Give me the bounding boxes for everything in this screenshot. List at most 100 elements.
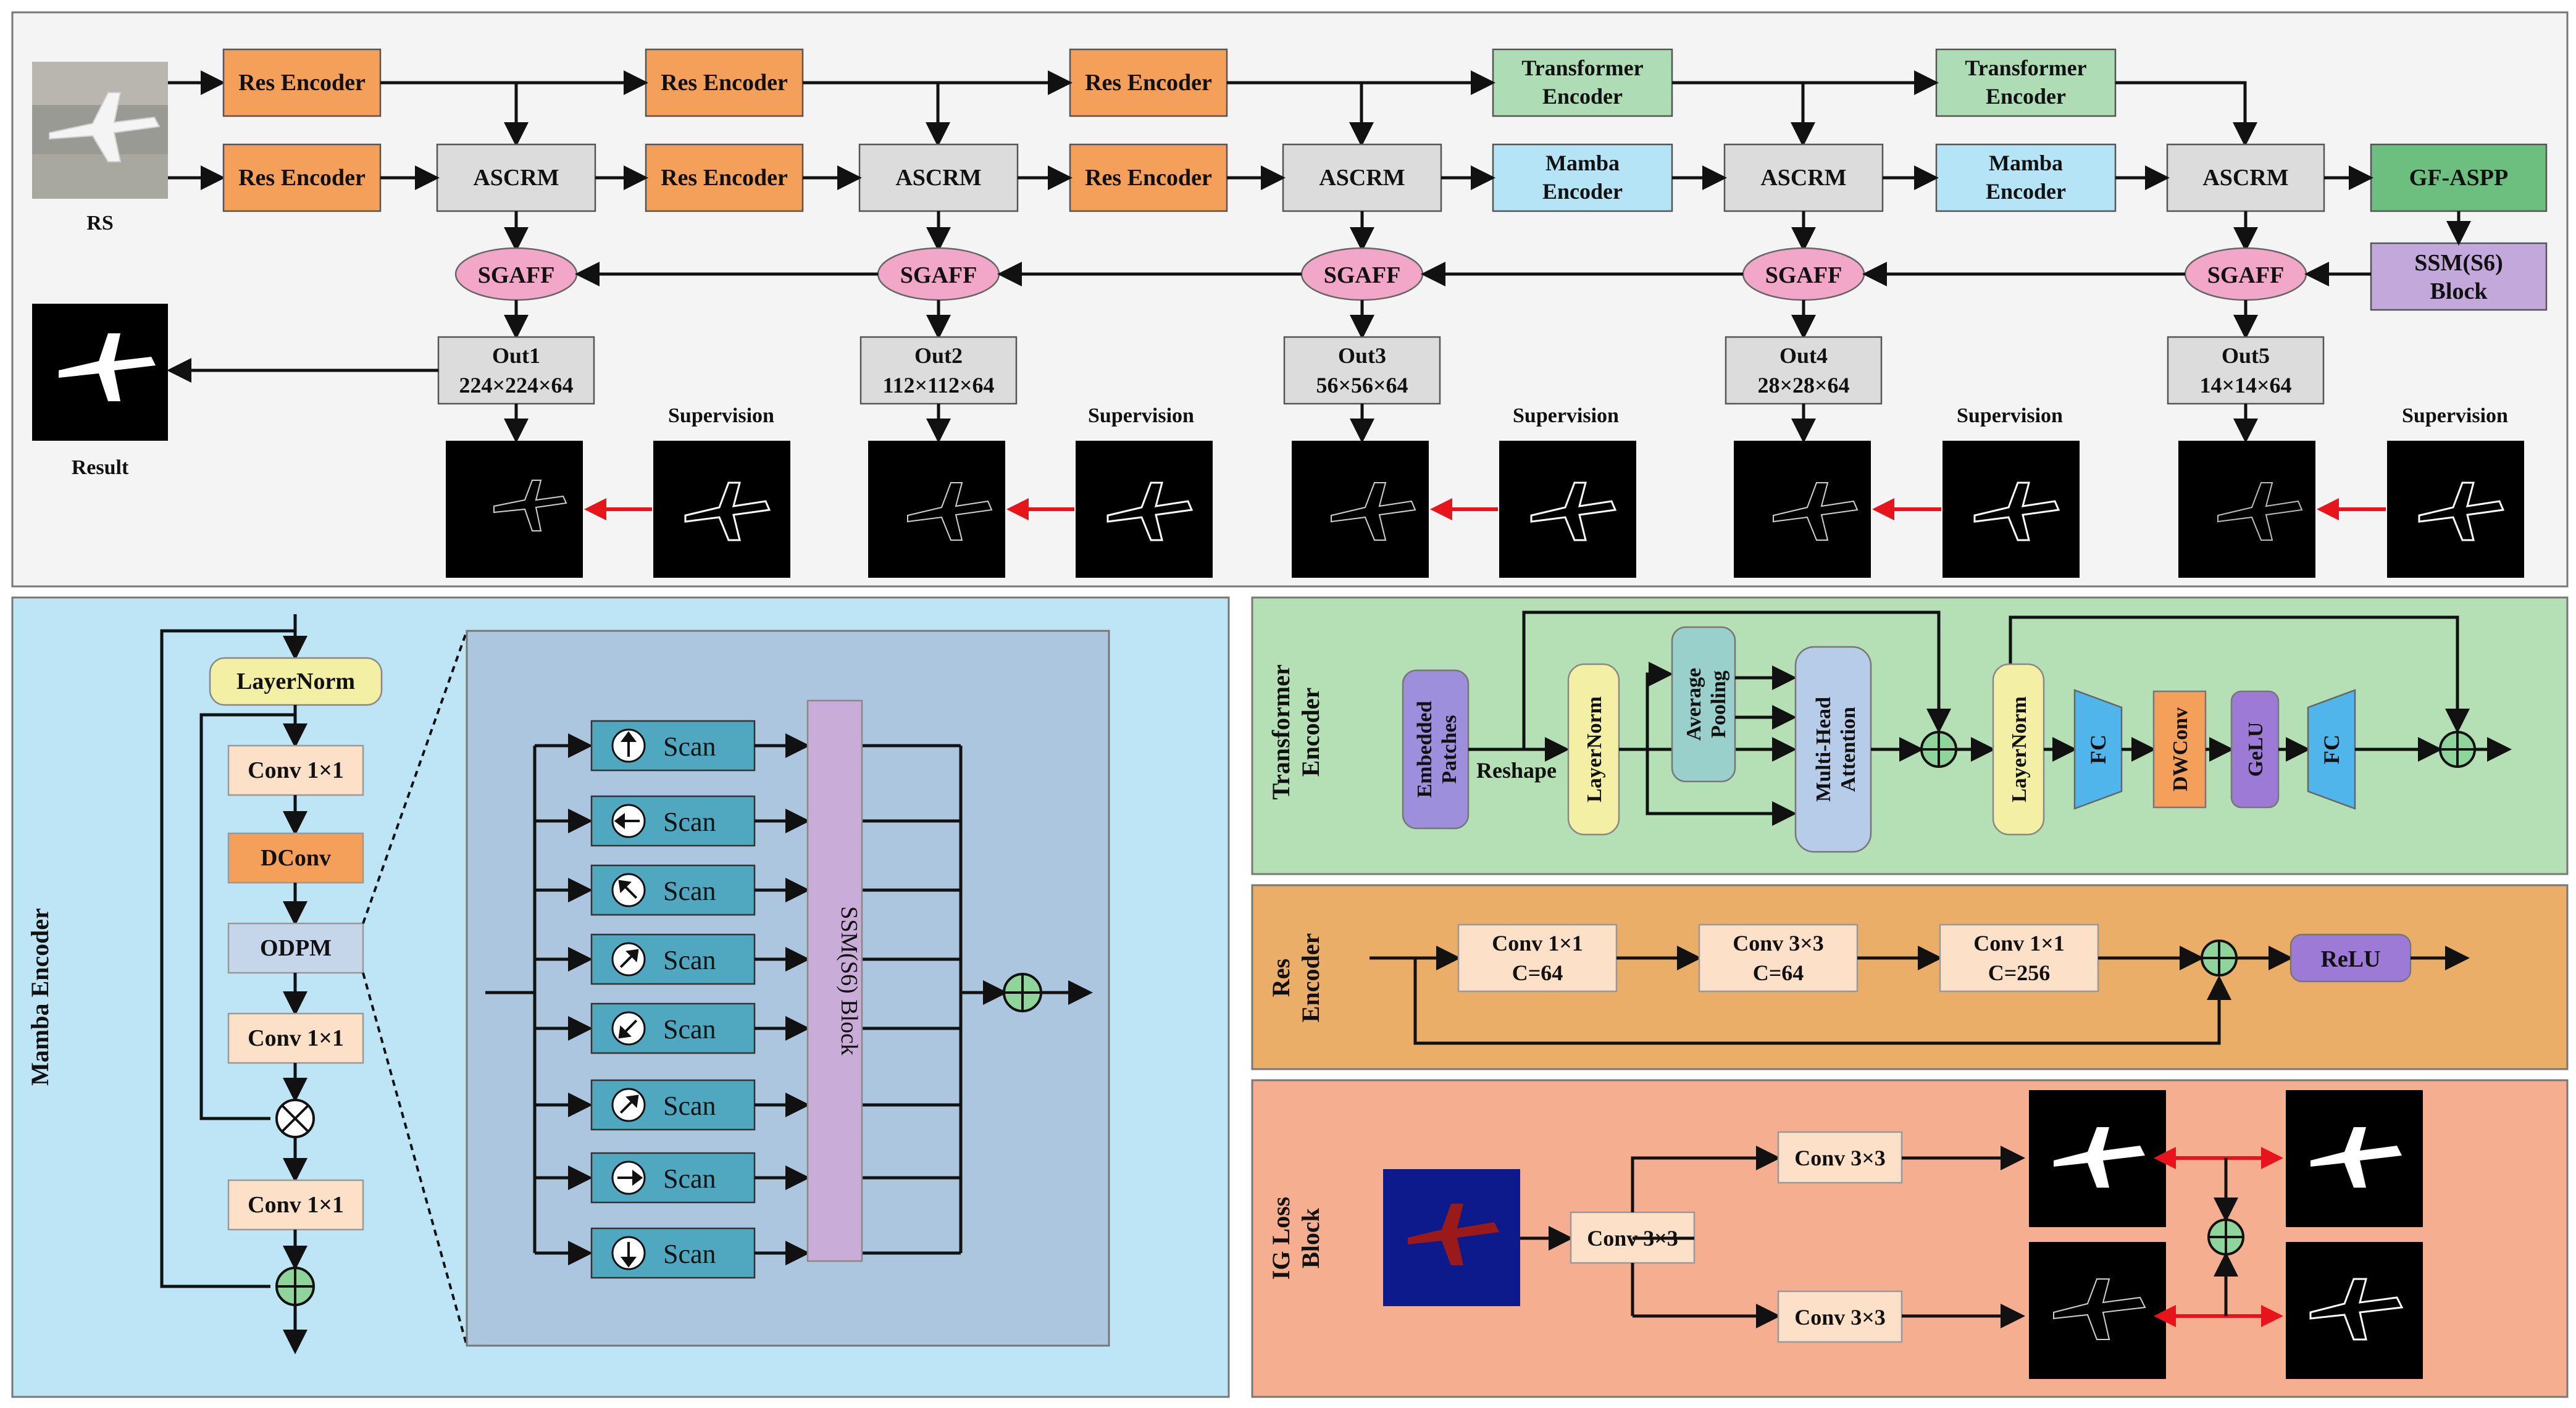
- ig-conv3x3-top: [1777, 1131, 1903, 1184]
- out2-box: [859, 336, 1018, 405]
- scan-label: Scan: [663, 876, 716, 906]
- svg-text:56×56×64: 56×56×64: [1316, 373, 1408, 398]
- row2-mamba-encoder-2: [1935, 143, 2117, 212]
- svg-text:28×28×64: 28×28×64: [1757, 373, 1849, 398]
- scan-row: Scan: [535, 1079, 961, 1131]
- svg-text:Out5: Out5: [2222, 343, 2270, 368]
- svg-text:ASCRM: ASCRM: [473, 165, 559, 191]
- svg-text:Encoder: Encoder: [1542, 179, 1623, 204]
- out3-box: [1283, 336, 1441, 405]
- odpm-ssm-block: [806, 699, 863, 1262]
- svg-text:Res Encoder: Res Encoder: [238, 165, 366, 191]
- scan-arrow-icon: [617, 1170, 643, 1186]
- svg-text:Res Encoder: Res Encoder: [1085, 165, 1212, 191]
- svg-text:LayerNorm: LayerNorm: [1583, 696, 1606, 802]
- edge-and-supervision-images: Supervision Supervision Supervision Supe…: [446, 404, 2524, 578]
- scan-label: Scan: [663, 1091, 716, 1121]
- row2-mamba-encoder-1: [1492, 143, 1673, 212]
- result-image: [32, 304, 168, 441]
- row2-blocks: Res Encoder ASCRM Res Encoder ASCRM Res …: [222, 143, 2548, 311]
- supervision-label-4: Supervision: [1957, 404, 2063, 427]
- svg-text:Res Encoder: Res Encoder: [661, 70, 788, 96]
- svg-text:Res Encoder: Res Encoder: [238, 70, 366, 96]
- edge-pred-1: [446, 441, 583, 578]
- scan-arrow-icon: [614, 813, 640, 829]
- edge-pred-2: [868, 441, 1005, 578]
- svg-text:C=64: C=64: [1512, 960, 1563, 985]
- svg-text:Mamba: Mamba: [1989, 151, 2063, 175]
- svg-text:Res Encoder: Res Encoder: [1085, 70, 1212, 96]
- svg-text:ResEncoder: ResEncoder: [1267, 933, 1324, 1022]
- fc-2: [2307, 689, 2356, 810]
- svg-text:Out4: Out4: [1779, 343, 1828, 368]
- svg-text:DWConv: DWConv: [2169, 707, 2192, 791]
- svg-text:SGAFF: SGAFF: [900, 262, 977, 288]
- scan-label: Scan: [663, 807, 716, 837]
- out1-box: [437, 336, 595, 405]
- svg-text:14×14×64: 14×14×64: [2199, 373, 2291, 398]
- ig-conv3x3-bot: [1777, 1290, 1903, 1343]
- svg-text:SSM(S6): SSM(S6): [2414, 250, 2503, 276]
- svg-text:LayerNorm: LayerNorm: [236, 669, 355, 694]
- top-panel: [11, 11, 2569, 588]
- svg-text:ASCRM: ASCRM: [1760, 165, 1846, 191]
- scan-label: Scan: [663, 1239, 716, 1269]
- mamba-multiply-node: [275, 1099, 315, 1138]
- svg-text:GeLU: GeLU: [2244, 722, 2267, 777]
- ig-gt-edge: [2286, 1242, 2423, 1379]
- svg-text:Conv 1×1: Conv 1×1: [1973, 931, 2065, 956]
- svg-text:ODPM: ODPM: [260, 935, 332, 961]
- ascrm-3: [1282, 143, 1442, 212]
- svg-text:LayerNorm: LayerNorm: [2008, 696, 2031, 802]
- svg-text:ASCRM: ASCRM: [895, 165, 981, 191]
- scan-arrow-icon: [618, 1019, 638, 1039]
- svg-text:ASCRM: ASCRM: [2202, 165, 2288, 191]
- scan-row: Scan: [535, 1002, 961, 1054]
- mamba-dconv: [227, 832, 364, 884]
- svg-text:Multi-HeadAttention: Multi-HeadAttention: [1812, 697, 1860, 802]
- svg-text:ASCRM: ASCRM: [1319, 165, 1405, 191]
- scan-row: Scan: [535, 720, 961, 772]
- row1-transformer-encoder-2: [1935, 48, 2117, 117]
- svg-text:Encoder: Encoder: [1542, 84, 1623, 109]
- rs-label: RS: [86, 212, 113, 235]
- transformer-add-node-2: [2439, 731, 2476, 768]
- gf-aspp: [2370, 143, 2548, 212]
- ascrm-4: [1723, 143, 1884, 212]
- ig-add-node: [2207, 1218, 2244, 1256]
- svg-text:224×224×64: 224×224×64: [459, 373, 573, 398]
- svg-text:Conv 3×3: Conv 3×3: [1794, 1305, 1886, 1330]
- svg-text:Mamba: Mamba: [1545, 151, 1620, 175]
- svg-text:Transformer: Transformer: [1965, 56, 2086, 80]
- svg-text:TransformerEncoder: TransformerEncoder: [1267, 664, 1324, 799]
- res-add-node: [2201, 939, 2238, 977]
- svg-text:EmbeddedPatches: EmbeddedPatches: [1413, 701, 1461, 798]
- mamba-conv1x1-1: [227, 744, 364, 796]
- mamba-odpm: [227, 922, 364, 974]
- svg-text:FC: FC: [2319, 735, 2344, 764]
- out-boxes: Out1 224×224×64 Out2 112×112×64 Out3 56×…: [437, 336, 2325, 405]
- svg-text:Conv 3×3: Conv 3×3: [1733, 931, 1824, 956]
- ascrm-1: [436, 143, 596, 212]
- scan-row: Scan: [535, 864, 961, 916]
- ig-output-images: [2029, 1090, 2423, 1379]
- svg-text:Conv 1×1: Conv 1×1: [248, 757, 344, 783]
- svg-text:Block: Block: [2430, 278, 2488, 304]
- reshape-label: Reshape: [1476, 758, 1557, 783]
- supervision-label-1: Supervision: [668, 404, 774, 427]
- scan-label: Scan: [663, 1014, 716, 1044]
- scan-label: Scan: [663, 731, 716, 762]
- svg-text:C=256: C=256: [1988, 960, 2051, 985]
- svg-text:SGAFF: SGAFF: [478, 262, 555, 288]
- mamba-conv1x1-2: [227, 1012, 364, 1064]
- svg-text:FC: FC: [2086, 735, 2110, 764]
- result-label: Result: [72, 456, 129, 479]
- svg-text:SGAFF: SGAFF: [1765, 262, 1842, 288]
- svg-text:Out3: Out3: [1338, 343, 1386, 368]
- supervision-label-3: Supervision: [1513, 404, 1619, 427]
- svg-text:SGAFF: SGAFF: [1324, 262, 1401, 288]
- svg-text:Encoder: Encoder: [1986, 179, 2066, 204]
- svg-text:Conv 1×1: Conv 1×1: [248, 1025, 344, 1051]
- scan-row: Scan: [535, 1227, 961, 1279]
